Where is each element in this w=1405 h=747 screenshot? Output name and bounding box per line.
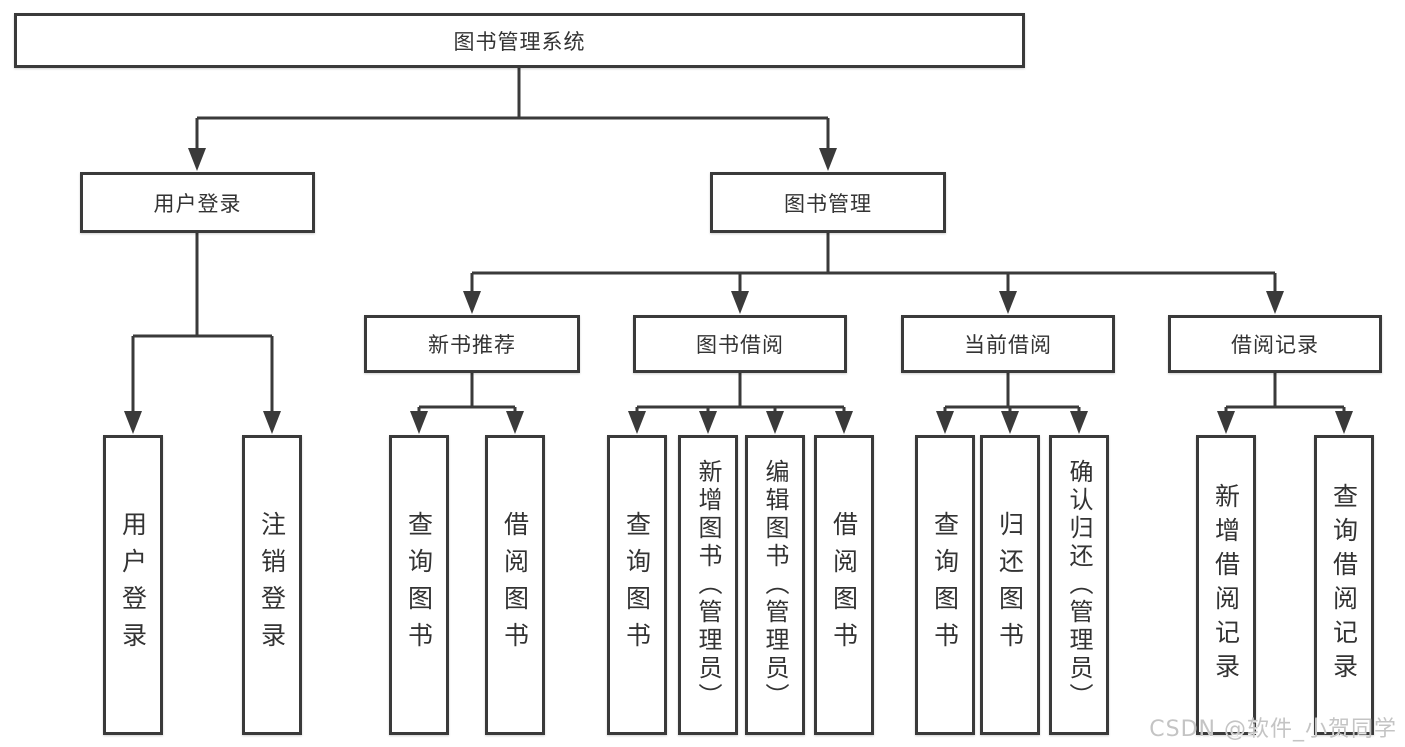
edge-current-borrow-to-leaves (943, 373, 1081, 414)
leaf-query-books-1: 查询图书 (389, 435, 449, 735)
edge-book-borrow-to-leaves (635, 373, 846, 414)
leaf-edit-book-admin: 编辑图书（管理员） (745, 435, 805, 735)
leaf-user-login-label: 用户登录 (118, 511, 148, 659)
leaf-edit-book-admin-label: 编辑图书（管理员） (761, 459, 789, 711)
leaf-borrow-books-1-label: 借阅图书 (500, 511, 530, 659)
edge-book-management-to-level3 (470, 233, 1277, 294)
leaf-query-borrow-record-label: 查询借阅记录 (1329, 483, 1359, 687)
leaf-user-login: 用户登录 (103, 435, 163, 735)
watermark: CSDN @软件_小贺同学 (1149, 717, 1397, 742)
edge-borrow-records-to-leaves (1224, 373, 1346, 414)
node-new-book-recommend: 新书推荐 (364, 315, 580, 373)
leaf-query-books-2: 查询图书 (607, 435, 667, 735)
leaf-confirm-return-admin: 确认归还（管理员） (1049, 435, 1109, 735)
leaf-borrow-books-2-label: 借阅图书 (829, 511, 859, 659)
node-book-borrow: 图书借阅 (633, 315, 847, 373)
leaf-return-book-label: 归还图书 (995, 511, 1025, 659)
leaf-query-borrow-record: 查询借阅记录 (1314, 435, 1374, 735)
leaf-query-books-3: 查询图书 (915, 435, 975, 735)
leaf-add-borrow-record-label: 新增借阅记录 (1211, 483, 1241, 687)
leaf-borrow-books-1: 借阅图书 (485, 435, 545, 735)
leaf-confirm-return-admin-label: 确认归还（管理员） (1065, 459, 1093, 711)
node-borrow-records: 借阅记录 (1168, 315, 1382, 373)
leaf-query-books-1-label: 查询图书 (404, 511, 434, 659)
leaf-add-book-admin-label: 新增图书（管理员） (694, 459, 722, 711)
node-user-login: 用户登录 (80, 172, 315, 233)
leaf-return-book: 归还图书 (980, 435, 1040, 735)
leaf-query-books-3-label: 查询图书 (930, 511, 960, 659)
arrowheads (124, 148, 1353, 434)
node-current-borrow: 当前借阅 (901, 315, 1115, 373)
leaf-add-borrow-record: 新增借阅记录 (1196, 435, 1256, 735)
node-root: 图书管理系统 (14, 13, 1025, 68)
edge-user-login-to-leaves (131, 233, 274, 414)
node-book-management: 图书管理 (710, 172, 946, 233)
leaf-query-books-2-label: 查询图书 (622, 511, 652, 659)
leaf-logout-label: 注销登录 (257, 511, 287, 659)
leaf-borrow-books-2: 借阅图书 (814, 435, 874, 735)
edge-root-to-level2 (195, 68, 830, 152)
edge-new-book-recommend-to-leaves (417, 373, 517, 414)
leaf-logout: 注销登录 (242, 435, 302, 735)
leaf-add-book-admin: 新增图书（管理员） (678, 435, 738, 735)
